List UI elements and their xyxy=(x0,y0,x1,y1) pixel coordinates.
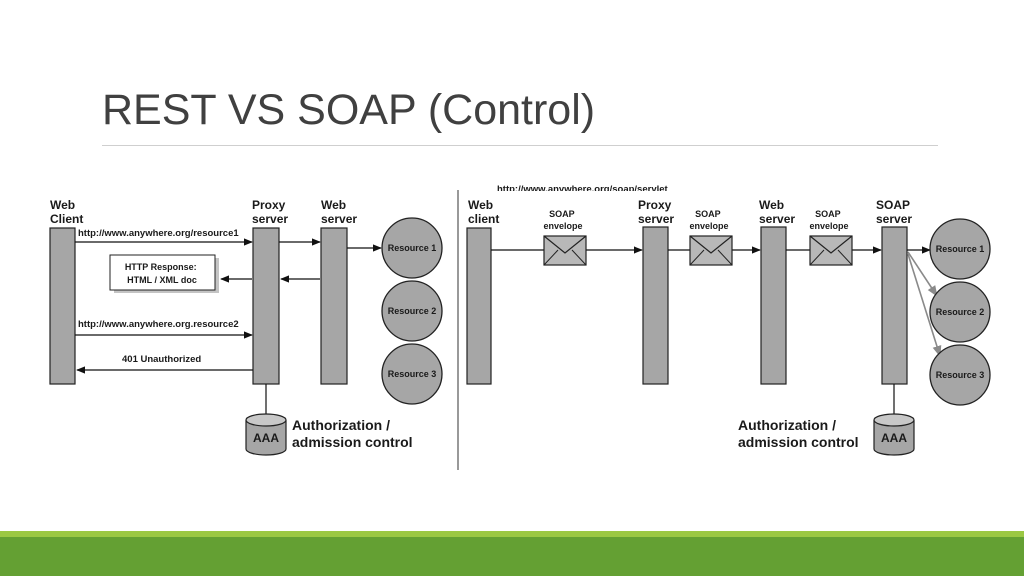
rest-resource-2: Resource 2 xyxy=(381,280,443,342)
svg-text:Resource 1: Resource 1 xyxy=(936,244,985,254)
soap-cut-url: http://www.anywhere.org/soap/servlet xyxy=(497,184,669,195)
title-divider xyxy=(102,145,938,146)
footer-accent-stripe xyxy=(0,531,1024,537)
soap-resource-3: Resource 3 xyxy=(929,344,991,406)
soap-envelope-icon-3 xyxy=(809,235,853,266)
rest-vs-soap-diagram: Web Client Proxy server Web server http:… xyxy=(49,184,991,470)
soap-envelope-label-1: SOAP envelope xyxy=(543,209,582,231)
rest-web-client-label: Web Client xyxy=(50,198,83,226)
soap-proxy-server-bar xyxy=(642,226,669,385)
footer-band xyxy=(0,537,1024,576)
soap-diagram: http://www.anywhere.org/soap/servlet Web… xyxy=(466,184,991,456)
soap-server-label: SOAP server xyxy=(876,198,913,226)
rest-web-server-label: Web server xyxy=(321,198,357,226)
soap-envelope-label-3: SOAP envelope xyxy=(809,209,848,231)
rest-aaa-database: AAA xyxy=(245,384,287,456)
soap-cut-url-clip: http://www.anywhere.org/soap/servlet xyxy=(497,184,669,195)
rest-resource-1: Resource 1 xyxy=(381,217,443,279)
rest-authorization-label: Authorization / admission control xyxy=(292,417,413,450)
soap-resource-2: Resource 2 xyxy=(929,281,991,343)
soap-authorization-label: Authorization / admission control xyxy=(738,417,859,450)
svg-text:Resource 1: Resource 1 xyxy=(388,243,437,253)
svg-text:AAA: AAA xyxy=(253,431,279,445)
soap-proxy-server-label: Proxy server xyxy=(638,198,675,226)
rest-proxy-server-bar xyxy=(252,227,280,385)
rest-diagram: Web Client Proxy server Web server http:… xyxy=(49,198,443,456)
rest-web-client-bar xyxy=(49,227,76,385)
rest-url-resource1: http://www.anywhere.org/resource1 xyxy=(78,228,239,239)
soap-arrow-soap-to-resource2 xyxy=(907,251,938,297)
soap-server-bar xyxy=(881,226,908,385)
soap-envelope-label-2: SOAP envelope xyxy=(689,209,728,231)
rest-http-response-box: HTTP Response: HTML / XML doc xyxy=(109,254,219,293)
rest-proxy-server-label: Proxy server xyxy=(252,198,289,226)
svg-text:Resource 3: Resource 3 xyxy=(936,370,985,380)
svg-text:Resource 2: Resource 2 xyxy=(936,307,985,317)
svg-text:AAA: AAA xyxy=(881,431,907,445)
rest-web-server-bar xyxy=(320,227,348,385)
soap-envelope-icon-2 xyxy=(689,235,733,266)
soap-web-client-bar xyxy=(466,227,492,385)
rest-resource-3: Resource 3 xyxy=(381,343,443,405)
soap-arrow-soap-to-resource3 xyxy=(907,253,942,358)
slide-title: REST VS SOAP (Control) xyxy=(102,86,596,134)
rest-401-unauthorized: 401 Unauthorized xyxy=(122,354,201,365)
rest-url-resource2: http://www.anywhere.org.resource2 xyxy=(78,319,239,330)
soap-web-server-bar xyxy=(760,226,787,385)
svg-text:HTTP Response: HTML /: HTTP Response: HTML / XML doc xyxy=(125,262,199,285)
soap-aaa-database: AAA xyxy=(873,384,915,456)
soap-resource-1: Resource 1 xyxy=(929,218,991,280)
soap-web-client-label: Web client xyxy=(468,198,499,226)
soap-envelope-icon-1 xyxy=(543,235,587,266)
soap-web-server-label: Web server xyxy=(759,198,795,226)
svg-text:Resource 3: Resource 3 xyxy=(388,369,437,379)
svg-text:Resource 2: Resource 2 xyxy=(388,306,437,316)
